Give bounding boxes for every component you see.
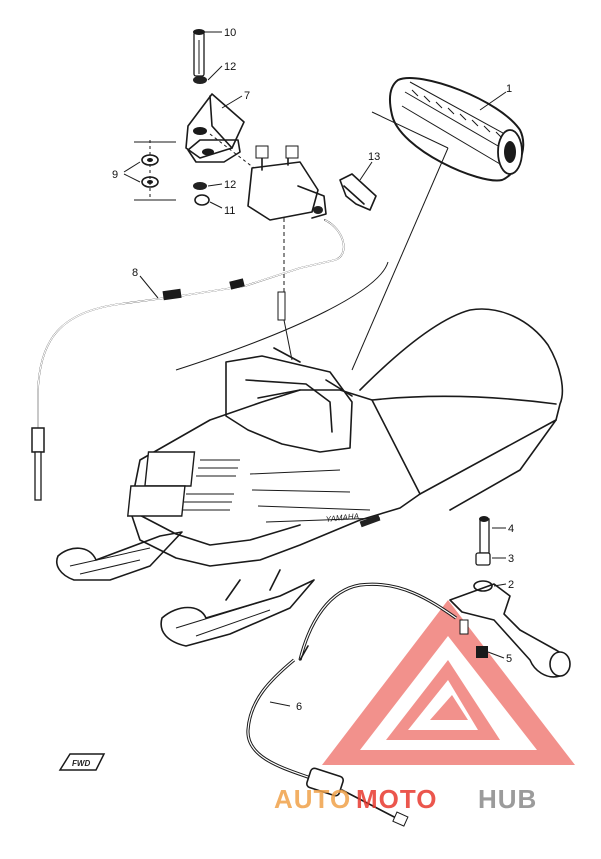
callout-12-bottom: 12 — [224, 179, 236, 191]
leader-grip — [351, 147, 449, 371]
throttle-bracket-assembly — [134, 29, 377, 310]
hood-brand-text: YAMAHA — [325, 512, 359, 524]
callout-10: 10 — [224, 27, 236, 39]
callout-5: 5 — [506, 653, 512, 665]
brake-lever-assembly — [449, 516, 571, 678]
watermark-part-auto: AUTO — [274, 784, 351, 814]
callout-2: 2 — [508, 579, 514, 591]
divider-grip — [371, 111, 449, 149]
callout-8: 8 — [132, 267, 138, 279]
fwd-label: FWD — [72, 759, 90, 768]
throttle-cable — [31, 219, 345, 501]
watermark-logo — [322, 600, 575, 765]
divider-upper — [175, 261, 389, 371]
callout-7: 7 — [244, 90, 250, 102]
callout-4: 4 — [508, 523, 514, 535]
callout-labels: 10 12 7 9 12 11 13 8 1 4 3 2 5 6 — [112, 27, 514, 713]
forward-direction-tag: FWD — [58, 753, 106, 771]
watermark-part-hub: HUB — [478, 784, 537, 814]
handlebar-grip — [389, 77, 525, 182]
callout-12-top: 12 — [224, 61, 236, 73]
callout-13: 13 — [368, 151, 380, 163]
watermark-part-moto: MOTO — [356, 784, 438, 814]
callout-leaders — [123, 31, 507, 707]
callout-11: 11 — [224, 205, 235, 217]
callout-6: 6 — [296, 701, 302, 713]
callout-3: 3 — [508, 553, 514, 565]
callout-1: 1 — [506, 83, 512, 95]
brake-cable — [246, 582, 457, 827]
leader-upper — [283, 319, 293, 361]
snowmobile-body — [56, 308, 564, 647]
watermark-text: AUTO MOTO HUB — [274, 784, 537, 814]
callout-9: 9 — [112, 169, 118, 181]
